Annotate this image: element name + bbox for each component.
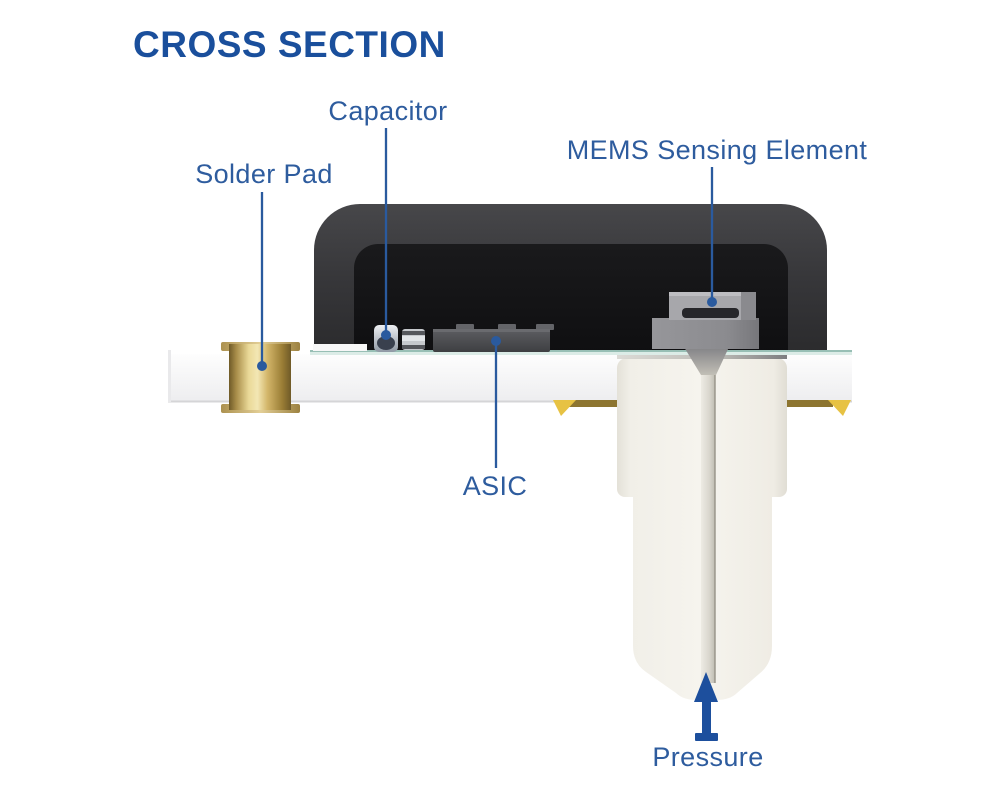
pressure-arrow <box>694 672 718 741</box>
mems-pedestal <box>652 318 759 349</box>
asic-leader-dot <box>491 336 501 346</box>
asic-label: ASIC <box>462 471 528 501</box>
solder-pad-label: Solder Pad <box>195 159 333 189</box>
mems-sensing-element <box>652 292 759 349</box>
capacitor-leader-dot <box>381 330 391 340</box>
inductor-component <box>402 329 425 350</box>
solder-pad-leader-dot <box>257 361 267 371</box>
pcb-bottom-edge <box>168 400 852 403</box>
pressure-channel <box>701 373 715 683</box>
asic-pin <box>456 324 474 330</box>
mems-cavity-slot <box>682 308 739 318</box>
pressure-label: Pressure <box>652 742 764 772</box>
pressure-channel-edge <box>714 373 716 683</box>
solder-fillet-right <box>787 400 851 416</box>
solder-fillet-left <box>553 400 617 416</box>
mems-sensing-element-label: MEMS Sensing Element <box>566 135 868 165</box>
capacitor-label: Capacitor <box>328 96 448 126</box>
pcb-top-layer <box>310 350 852 355</box>
solder-pad <box>221 342 300 413</box>
cavity-floor-highlight <box>313 344 367 351</box>
pcb-left-edge <box>168 350 171 402</box>
asic-pin <box>498 324 516 330</box>
mems-inlet-funnel <box>684 347 729 375</box>
asic-pin <box>536 324 554 330</box>
mems-leader-dot <box>707 297 717 307</box>
page-title: CROSS SECTION <box>133 24 446 65</box>
